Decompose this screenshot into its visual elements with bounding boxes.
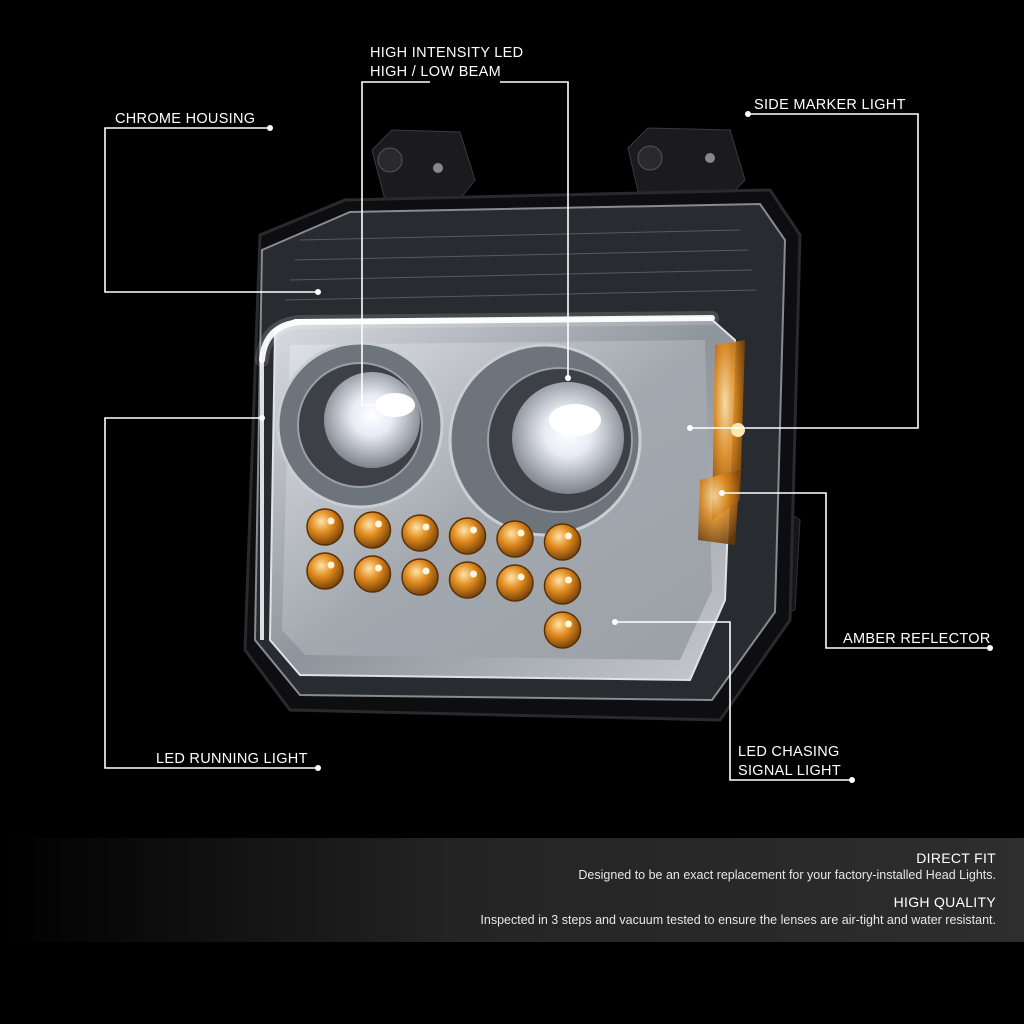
amber-led xyxy=(401,514,439,552)
amber-led-highlight xyxy=(565,576,572,584)
amber-led-highlight xyxy=(517,529,525,537)
feature-text-high-quality: Inspected in 3 steps and vacuum tested t… xyxy=(480,913,996,927)
leader-chrome-housing xyxy=(104,127,318,293)
amber-led xyxy=(543,611,582,649)
dot-led-chasing xyxy=(849,777,855,783)
amber-led xyxy=(306,508,344,546)
dot-side-marker xyxy=(745,111,751,117)
amber-led xyxy=(401,558,439,596)
feature-info-band: DIRECT FIT Designed to be an exact repla… xyxy=(0,838,1024,942)
callout-led-chasing-signal: LED CHASING SIGNAL LIGHT xyxy=(738,743,841,781)
amber-led xyxy=(448,561,487,599)
dot-amber-reflector-end xyxy=(719,490,725,496)
callout-side-marker-text: SIDE MARKER LIGHT xyxy=(754,97,906,113)
feature-title-high-quality: HIGH QUALITY xyxy=(893,894,996,910)
leader-led-chasing xyxy=(615,621,852,781)
callout-amber-reflector: AMBER REFLECTOR xyxy=(843,630,991,649)
feature-title-direct-fit: DIRECT FIT xyxy=(916,850,996,866)
amber-led xyxy=(496,520,534,558)
dot-led-chasing-end xyxy=(612,619,618,625)
dot-led-running xyxy=(315,765,321,771)
amber-led-highlight xyxy=(327,561,335,569)
amber-led-highlight xyxy=(565,532,572,540)
amber-led-highlight xyxy=(327,517,335,525)
callout-high-intensity-led: HIGH INTENSITY LED HIGH / LOW BEAM xyxy=(370,44,523,82)
amber-led-highlight xyxy=(517,573,525,581)
amber-led-highlight xyxy=(470,526,477,534)
callout-side-marker-light: SIDE MARKER LIGHT xyxy=(754,96,906,115)
callout-amber-reflector-text: AMBER REFLECTOR xyxy=(843,631,991,647)
amber-led-highlight xyxy=(470,570,477,578)
leader-led-running xyxy=(104,417,318,769)
amber-led xyxy=(353,555,392,593)
callout-high-intensity-line2: HIGH / LOW BEAM xyxy=(370,64,501,80)
right-projector xyxy=(448,343,642,537)
dot-side-marker-end xyxy=(687,425,693,431)
leader-high-intensity-left xyxy=(361,81,430,406)
dot-led-running-end xyxy=(259,415,265,421)
amber-led-highlight xyxy=(422,523,430,531)
callout-high-intensity-line1: HIGH INTENSITY LED xyxy=(370,45,524,61)
dot-high-intensity-left xyxy=(379,402,385,408)
left-projector xyxy=(276,341,444,509)
led-grid-group xyxy=(306,508,582,649)
mounting-bracket-right xyxy=(627,127,746,206)
amber-led xyxy=(448,517,487,555)
callout-led-running-text: LED RUNNING LIGHT xyxy=(156,751,308,767)
dot-amber-reflector xyxy=(987,645,993,651)
amber-side-marker xyxy=(698,340,745,545)
mounting-bracket-left xyxy=(371,129,476,206)
amber-led-highlight xyxy=(565,620,572,628)
amber-led xyxy=(543,567,582,605)
amber-led-highlight xyxy=(375,564,382,572)
amber-led xyxy=(543,523,582,561)
amber-led xyxy=(306,552,344,590)
leader-side-marker xyxy=(690,113,919,429)
amber-led xyxy=(496,564,534,602)
dot-chrome-housing-end xyxy=(315,289,321,295)
leader-high-intensity-right xyxy=(500,81,569,378)
callout-led-chasing-line2: SIGNAL LIGHT xyxy=(738,763,841,779)
amber-led-highlight xyxy=(375,520,382,528)
leader-amber-reflector xyxy=(722,492,990,649)
feature-text-direct-fit: Designed to be an exact replacement for … xyxy=(578,868,996,882)
amber-led-highlight xyxy=(422,567,430,575)
callout-led-running-light: LED RUNNING LIGHT xyxy=(156,750,308,769)
amber-led xyxy=(353,511,392,549)
callout-chrome-housing: CHROME HOUSING xyxy=(115,110,255,129)
dot-high-intensity-right xyxy=(565,375,571,381)
callout-chrome-housing-text: CHROME HOUSING xyxy=(115,111,256,127)
callout-led-chasing-line1: LED CHASING xyxy=(738,744,840,760)
dot-chrome-housing xyxy=(267,125,273,131)
